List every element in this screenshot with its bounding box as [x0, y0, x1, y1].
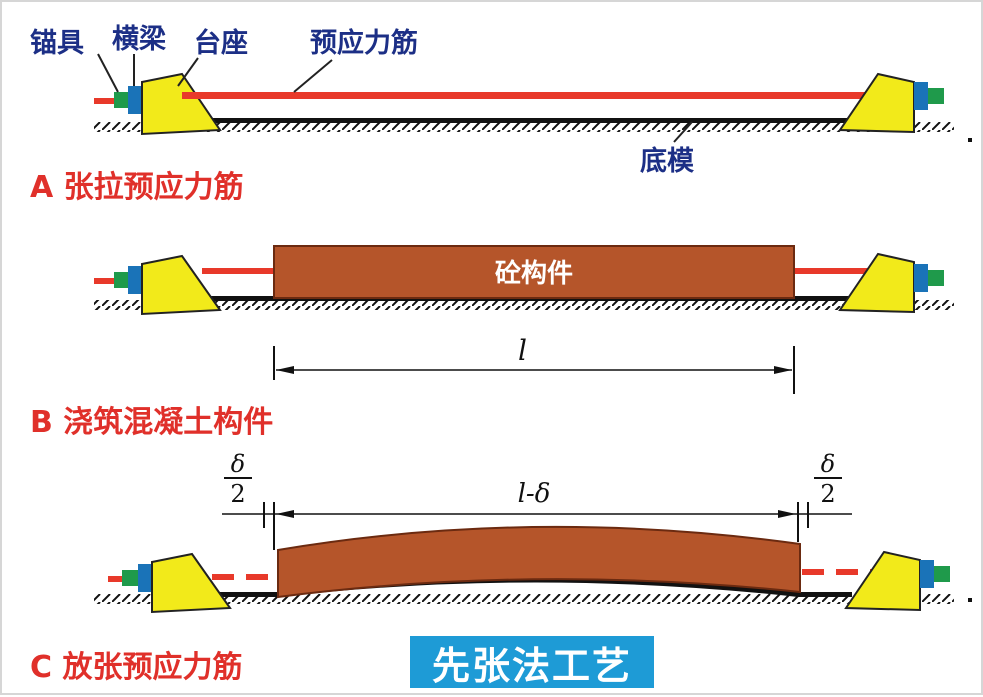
pedestal-right-a	[838, 72, 915, 134]
tendon-tail-left-b	[94, 278, 116, 284]
pedestal-left-a	[141, 72, 222, 136]
label-length-c: l-δ	[518, 479, 551, 509]
mark-c	[968, 598, 972, 602]
label-pedestal: 台座	[194, 27, 248, 59]
crossbeam-right-b	[914, 264, 928, 292]
delta-right-denominator: 2	[820, 480, 835, 508]
tendon-left-b	[202, 268, 274, 274]
crossbeam-left-b	[128, 266, 142, 294]
stage-a-caption: A 张拉预应力筋	[30, 170, 244, 205]
dim-arrow-left-b	[276, 366, 294, 374]
stage-c-caption: C 放张预应力筋	[30, 650, 242, 685]
delta-left-numerator: δ	[231, 450, 245, 478]
leader-bottom-form	[673, 121, 693, 143]
pedestal-right-b	[838, 252, 915, 314]
label-tendon: 预应力筋	[310, 27, 418, 59]
panel-b	[94, 245, 954, 394]
label-bottom-form: 底模	[640, 145, 694, 177]
anchor-right-a	[928, 88, 944, 104]
tendon-a	[182, 92, 868, 99]
tendon-tail-left-c	[108, 576, 124, 582]
leader-anchor	[97, 53, 119, 93]
mark-a	[968, 138, 972, 142]
ground-hatch-b	[94, 300, 954, 310]
tendon-right-b	[794, 268, 870, 274]
tendon-tail-left-a	[94, 98, 116, 104]
crossbeam-left-c	[138, 564, 152, 592]
ground-hatch-c	[94, 594, 954, 604]
leader-pedestal	[177, 57, 199, 87]
anchor-right-c	[934, 566, 950, 582]
concrete-member-b	[273, 245, 795, 299]
crossbeam-right-a	[914, 82, 928, 110]
leader-tendon	[293, 59, 333, 93]
anchor-right-b	[928, 270, 944, 286]
ground-hatch-a	[94, 122, 954, 132]
delta-left-denominator: 2	[230, 480, 245, 508]
delta-right-numerator: δ	[821, 450, 835, 478]
anchor-left-b	[114, 272, 130, 288]
crossbeam-left-a	[128, 86, 142, 114]
dim-arrow-right-c	[778, 510, 796, 518]
stage-b-caption: B 浇筑混凝土构件	[30, 405, 273, 440]
crossbeam-right-c	[920, 560, 934, 588]
concrete-member-c	[277, 525, 801, 599]
pedestal-left-c	[151, 552, 232, 614]
title-banner: 先张法工艺	[410, 636, 654, 688]
anchor-left-c	[122, 570, 138, 586]
panel-c	[94, 477, 972, 614]
title-text: 先张法工艺	[431, 643, 632, 688]
panel-a	[94, 53, 972, 143]
label-anchor: 锚具	[30, 28, 84, 59]
pedestal-left-b	[141, 254, 222, 316]
anchor-left-a	[114, 92, 130, 108]
dim-arrow-right-b	[774, 366, 792, 374]
label-crossbeam: 横梁	[112, 24, 166, 55]
pedestal-right-c	[844, 550, 921, 612]
dim-arrow-left-c	[276, 510, 294, 518]
label-length-b: l	[518, 334, 527, 367]
label-member: 砼构件	[495, 259, 573, 289]
bottom-form-a	[192, 118, 852, 123]
